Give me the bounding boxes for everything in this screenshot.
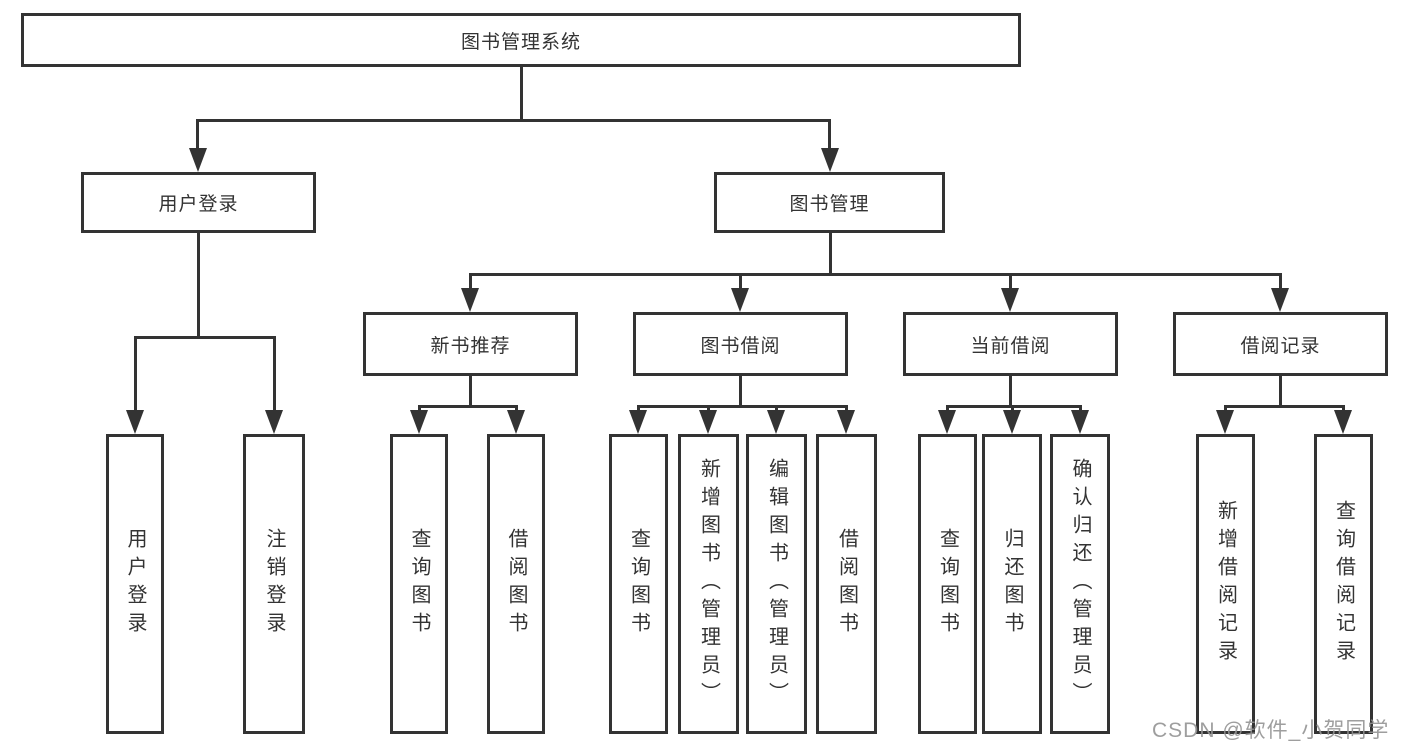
arrow-down-icon (410, 410, 428, 434)
leaf-nbr-query-books: 查询图书 (390, 434, 448, 734)
connector-drop-user-login (196, 119, 199, 150)
connector-book-management-bus (469, 273, 1282, 276)
connector-bus (637, 405, 848, 408)
connector-bus (1224, 405, 1345, 408)
leaf-bb-add-books-admin-label: 新增图书（管理员） (697, 458, 720, 710)
connector-bus (946, 405, 1082, 408)
leaf-bb-query-books: 查询图书 (609, 434, 668, 734)
connector-drop-level3 (469, 273, 472, 290)
arrow-down-icon (1271, 288, 1289, 312)
connector-stem (739, 376, 742, 406)
leaf-user-login-label: 用户登录 (124, 528, 146, 640)
arrow-down-icon (1216, 410, 1234, 434)
arrow-down-icon (1071, 410, 1089, 434)
connector-drop-leaf (418, 405, 421, 412)
connector-stem (1009, 376, 1012, 406)
leaf-bb-add-books-admin: 新增图书（管理员） (678, 434, 739, 734)
leaf-nbr-query-books-label: 查询图书 (408, 528, 430, 640)
arrow-down-icon (731, 288, 749, 312)
connector-drop-leaf (515, 405, 518, 412)
connector-drop-level3 (1279, 273, 1282, 290)
arrow-down-icon (767, 410, 785, 434)
leaf-user-login: 用户登录 (106, 434, 164, 734)
leaf-logout-login-label: 注销登录 (263, 528, 285, 640)
leaf-cb-return-books-label: 归还图书 (1001, 528, 1023, 640)
connector-drop-leaf (707, 405, 710, 412)
connector-drop-leaf (1224, 405, 1227, 412)
leaf-bb-borrow-books: 借阅图书 (816, 434, 877, 734)
leaf-bb-edit-books-admin: 编辑图书（管理员） (746, 434, 807, 734)
node-new-book-recommend-label: 新书推荐 (430, 335, 511, 357)
connector-drop-leaf (273, 336, 276, 412)
node-book-management: 图书管理 (714, 172, 945, 233)
leaf-cb-query-books: 查询图书 (918, 434, 977, 734)
connector-drop-leaf (946, 405, 949, 412)
node-root: 图书管理系统 (21, 13, 1021, 67)
leaf-br-add-record: 新增借阅记录 (1196, 434, 1255, 734)
node-book-borrowing-label: 图书借阅 (700, 335, 781, 357)
connector-drop-leaf (775, 405, 778, 412)
leaf-cb-confirm-return-admin-label: 确认归还（管理员） (1069, 458, 1091, 710)
node-borrowing-records: 借阅记录 (1173, 312, 1388, 376)
connector-drop-book-management (828, 119, 831, 150)
leaf-bb-edit-books-admin-label: 编辑图书（管理员） (765, 458, 788, 710)
connector-root-stem (520, 67, 523, 119)
connector-user-login-stem (197, 232, 200, 336)
arrow-down-icon (938, 410, 956, 434)
leaf-br-query-record-label: 查询借阅记录 (1332, 500, 1355, 668)
connector-drop-leaf (134, 336, 137, 412)
node-current-borrowing: 当前借阅 (903, 312, 1118, 376)
connector-book-management-stem (829, 232, 832, 273)
leaf-nbr-borrow-books: 借阅图书 (487, 434, 545, 734)
connector-drop-level3 (1009, 273, 1012, 290)
arrow-down-icon (629, 410, 647, 434)
leaf-logout-login: 注销登录 (243, 434, 305, 734)
arrow-down-icon (821, 148, 839, 172)
leaf-cb-return-books: 归还图书 (982, 434, 1042, 734)
connector-drop-leaf (1342, 405, 1345, 412)
connector-bus (418, 405, 518, 408)
leaf-br-query-record: 查询借阅记录 (1314, 434, 1373, 734)
arrow-down-icon (507, 410, 525, 434)
arrow-down-icon (837, 410, 855, 434)
arrow-down-icon (461, 288, 479, 312)
leaf-cb-confirm-return-admin: 确认归还（管理员） (1050, 434, 1110, 734)
node-user-login: 用户登录 (81, 172, 316, 233)
leaf-bb-borrow-books-label: 借阅图书 (835, 528, 858, 640)
node-root-label: 图书管理系统 (460, 31, 581, 53)
node-current-borrowing-label: 当前借阅 (970, 335, 1051, 357)
connector-drop-leaf (845, 405, 848, 412)
node-borrowing-records-label: 借阅记录 (1240, 335, 1321, 357)
leaf-bb-query-books-label: 查询图书 (627, 528, 650, 640)
arrow-down-icon (1001, 288, 1019, 312)
connector-stem (1279, 376, 1282, 406)
arrow-down-icon (189, 148, 207, 172)
connector-drop-leaf (637, 405, 640, 412)
connector-root-bus (196, 119, 831, 122)
node-new-book-recommend: 新书推荐 (363, 312, 578, 376)
connector-drop-leaf (1011, 405, 1014, 412)
node-book-borrowing: 图书借阅 (633, 312, 848, 376)
connector-stem (469, 376, 472, 406)
node-book-management-label: 图书管理 (789, 194, 870, 215)
node-user-login-label: 用户登录 (158, 194, 239, 215)
connector-user-login-bus (134, 336, 276, 339)
connector-drop-leaf (1079, 405, 1082, 412)
arrow-down-icon (265, 410, 283, 434)
arrow-down-icon (1334, 410, 1352, 434)
leaf-nbr-borrow-books-label: 借阅图书 (505, 528, 527, 640)
leaf-cb-query-books-label: 查询图书 (936, 528, 959, 640)
arrow-down-icon (699, 410, 717, 434)
leaf-br-add-record-label: 新增借阅记录 (1214, 500, 1237, 668)
arrow-down-icon (1003, 410, 1021, 434)
watermark-text: CSDN @软件_小贺同学 (1152, 719, 1390, 742)
connector-drop-level3 (739, 273, 742, 290)
arrow-down-icon (126, 410, 144, 434)
